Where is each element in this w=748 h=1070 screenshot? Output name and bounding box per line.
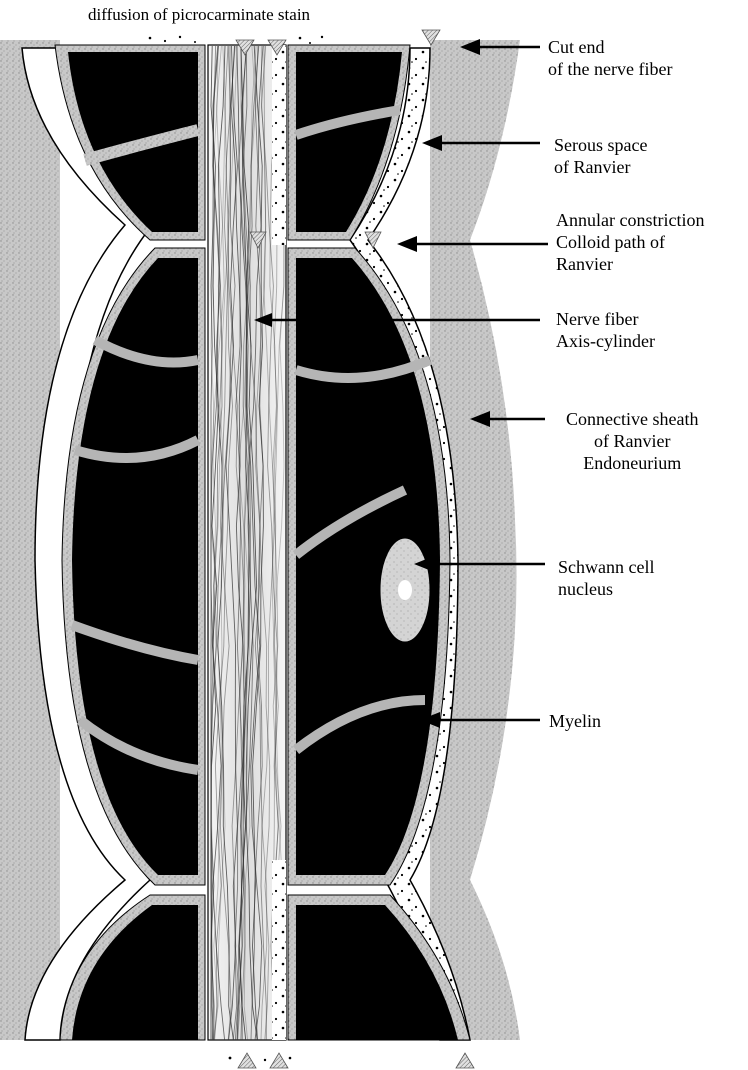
label-line: of Ranvier: [554, 156, 647, 178]
label-line: Myelin: [549, 710, 601, 732]
label-line: Colloid path of: [556, 231, 704, 253]
label-myelin: Myelin: [549, 710, 601, 732]
label-line: of Ranvier: [566, 430, 698, 452]
label-schwann-nucleus: Schwann cell nucleus: [558, 556, 654, 600]
label-cut-end: Cut end of the nerve fiber: [548, 36, 672, 80]
label-line: Connective sheath: [566, 408, 698, 430]
top-caption: diffusion of picrocarminate stain: [88, 5, 310, 25]
schwann-nucleus: [380, 538, 430, 642]
label-line: Schwann cell: [558, 556, 654, 578]
label-annular-constriction: Annular constriction Colloid path of Ran…: [556, 209, 704, 275]
label-line: of the nerve fiber: [548, 58, 672, 80]
label-line: Annular constriction: [556, 209, 704, 231]
label-line: Cut end: [548, 36, 672, 58]
label-line: Axis-cylinder: [556, 330, 655, 352]
label-line: nucleus: [558, 578, 654, 600]
label-line: Serous space: [554, 134, 647, 156]
label-line: Nerve fiber: [556, 308, 655, 330]
label-serous-space: Serous space of Ranvier: [554, 134, 647, 178]
label-connective-sheath: Connective sheath of Ranvier Endoneurium: [566, 408, 698, 474]
label-nerve-fiber: Nerve fiber Axis-cylinder: [556, 308, 655, 352]
label-line: Ranvier: [556, 253, 704, 275]
label-line: Endoneurium: [566, 452, 698, 474]
